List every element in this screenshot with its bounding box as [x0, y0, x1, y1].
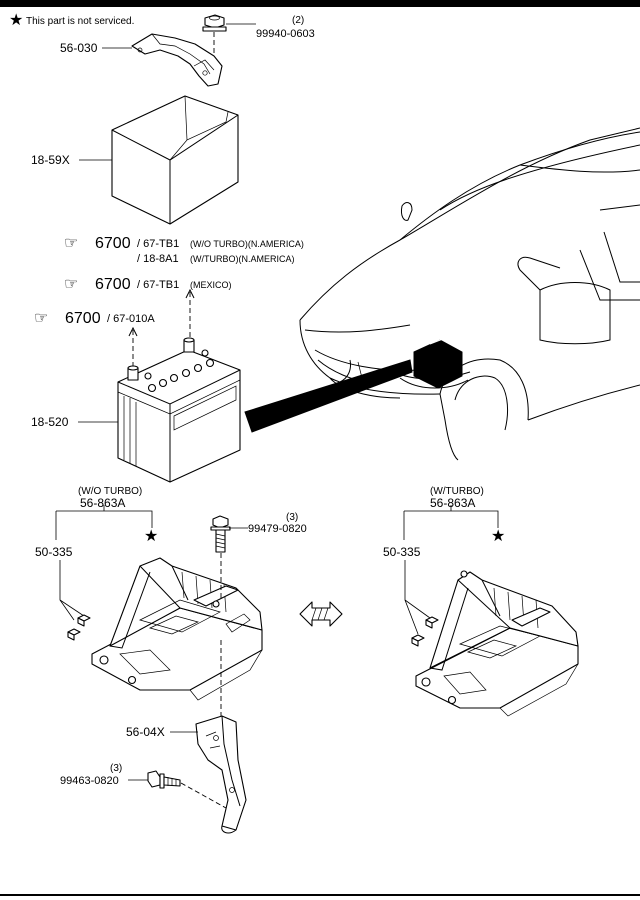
reference-line-2: / 18-8A1 (W/TURBO)(N.AMERICA) [137, 253, 295, 265]
pad-50-335-left-icon [67, 614, 91, 641]
pointing-hand-icon: ☞ [34, 310, 48, 327]
battery-cover-18-59x-icon [111, 95, 239, 225]
tray-left-part-number: 56-863A [80, 496, 125, 510]
battery-tray-w-turbo-icon [415, 570, 579, 717]
svg-text:6700: 6700 [95, 235, 131, 252]
stay-56-04x-icon [195, 715, 247, 834]
top-border [0, 0, 640, 7]
cover-part-number: 18-59X [31, 153, 70, 167]
pad-50-335-right-icon [411, 616, 439, 647]
svg-text:/ 67-TB1: / 67-TB1 [137, 279, 179, 291]
bolt-99463-0820-icon [147, 770, 181, 789]
tray-right-condition: (W/TURBO) [430, 486, 484, 497]
nut-99940-0603-icon [202, 14, 227, 32]
battery-part-number: 18-520 [31, 415, 69, 429]
pad-left-part-number: 50-335 [35, 545, 73, 559]
svg-text:(MEXICO): (MEXICO) [190, 280, 232, 290]
tray-right-part-number: 56-863A [430, 496, 475, 510]
bolt-lower-part-number: 99463-0820 [60, 775, 119, 787]
not-serviced-note: This part is not serviced. [26, 16, 134, 27]
double-arrow-icon [299, 601, 343, 627]
svg-text:(W/TURBO)(N.AMERICA): (W/TURBO)(N.AMERICA) [190, 254, 295, 264]
reference-line-4: ☞ 6700 / 67-010A [34, 310, 155, 327]
pointing-hand-icon: ☞ [64, 276, 78, 293]
bolt-99479-0820-icon [210, 515, 231, 553]
svg-text:/ 18-8A1: / 18-8A1 [137, 253, 179, 265]
bracket-56-030-icon [131, 33, 223, 87]
nut-part-number: 99940-0603 [256, 28, 315, 40]
svg-text:/ 67-010A: / 67-010A [107, 313, 155, 325]
stay-part-number: 56-04X [126, 725, 165, 739]
svg-text:6700: 6700 [65, 310, 101, 327]
star-icon: ★ [491, 528, 505, 545]
tray-left-condition: (W/O TURBO) [78, 486, 142, 497]
bottom-border [0, 894, 640, 896]
battery-18-520-icon [117, 337, 241, 483]
star-icon: ★ [9, 12, 23, 29]
bolt-upper-part-number: 99479-0820 [248, 523, 307, 535]
reference-line-3: ☞ 6700 / 67-TB1 (MEXICO) [64, 276, 232, 293]
svg-text:6700: 6700 [95, 276, 131, 293]
nut-qty: (2) [292, 15, 304, 26]
reference-line-1: ☞ 6700 / 67-TB1 (W/O TURBO)(N.AMERICA) [64, 235, 304, 252]
svg-text:(W/O TURBO)(N.AMERICA): (W/O TURBO)(N.AMERICA) [190, 239, 304, 249]
pointing-hand-icon: ☞ [64, 235, 78, 252]
bracket-part-number: 56-030 [60, 41, 98, 55]
bolt-lower-qty: (3) [110, 763, 122, 774]
svg-text:/ 67-TB1: / 67-TB1 [137, 238, 179, 250]
vehicle-location-icon [244, 127, 640, 461]
bolt-upper-qty: (3) [286, 512, 298, 523]
star-icon: ★ [144, 528, 158, 545]
battery-tray-wo-turbo-icon [91, 557, 263, 701]
pad-right-part-number: 50-335 [383, 545, 421, 559]
